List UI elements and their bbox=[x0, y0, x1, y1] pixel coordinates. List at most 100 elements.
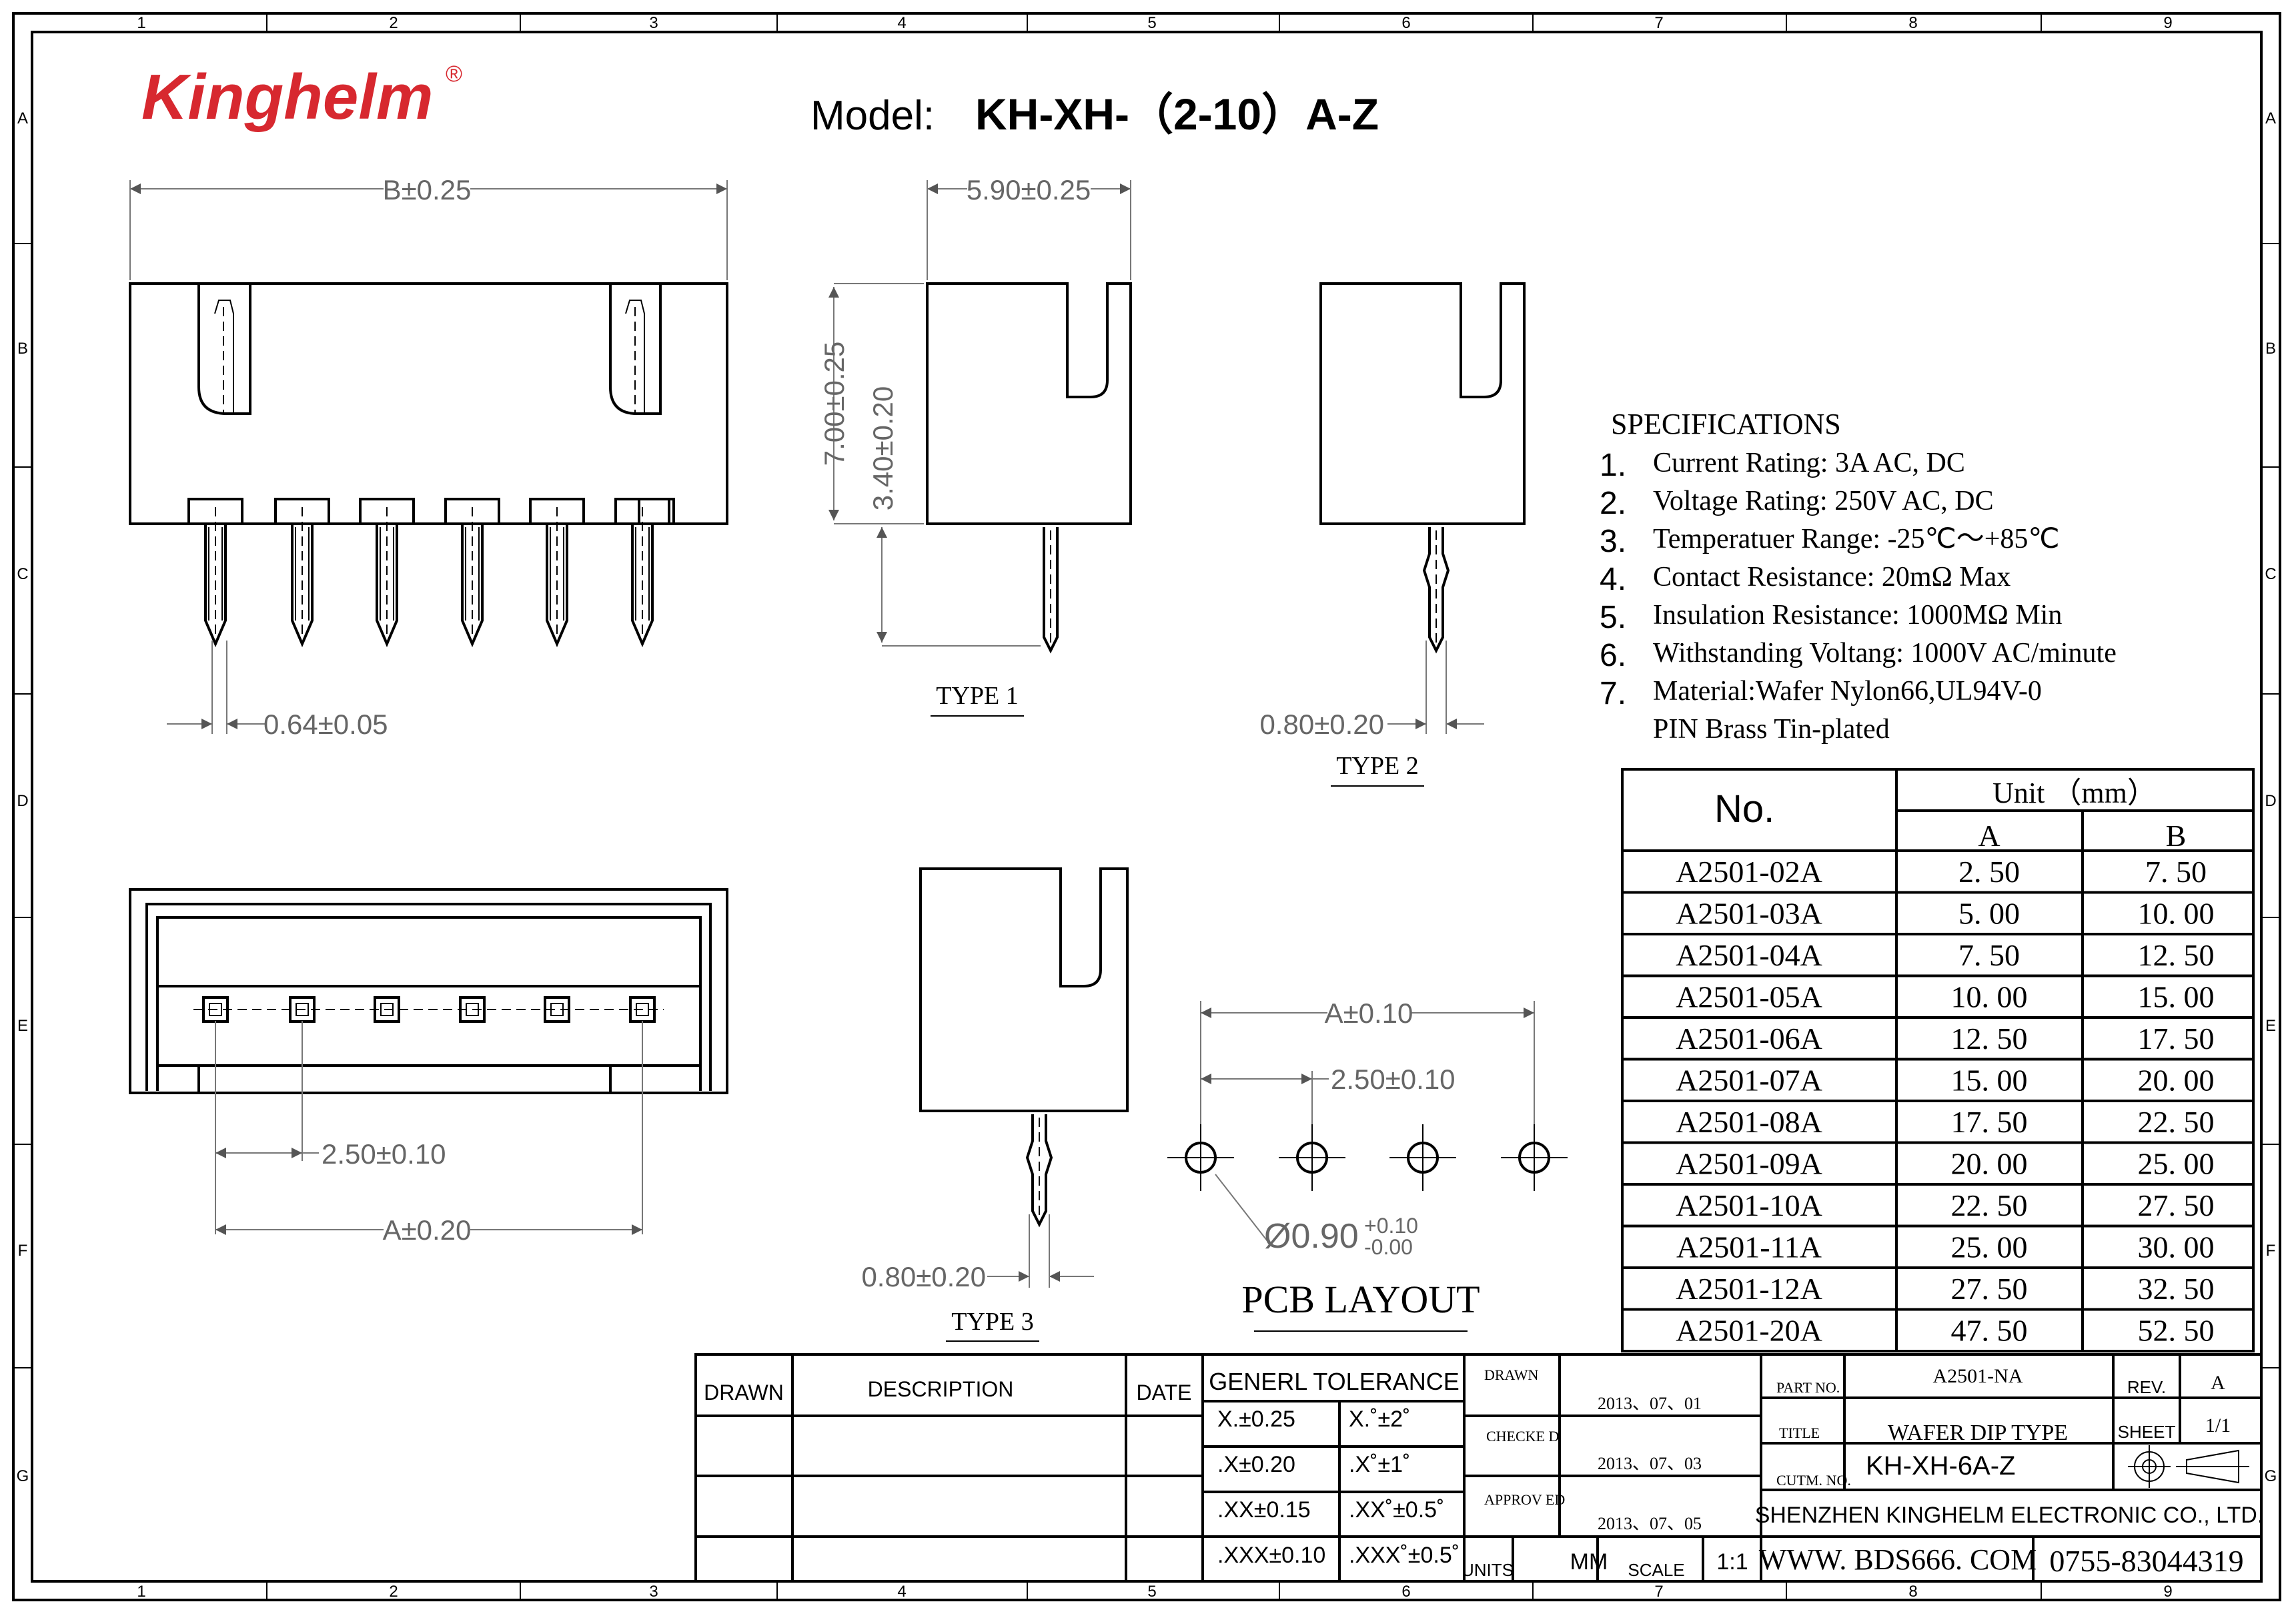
tb-rev: A bbox=[2211, 1372, 2225, 1394]
pin-shoulder bbox=[444, 498, 500, 524]
zone-col-label: 3 bbox=[649, 14, 658, 32]
tb-checked-date: 2013、07、03 bbox=[1598, 1454, 1702, 1473]
tb-title: WAFER DIP TYPE bbox=[1888, 1421, 2068, 1445]
zone-row-label: G bbox=[2265, 1467, 2277, 1485]
tb-title-label: TITLE bbox=[1779, 1425, 1820, 1441]
spec-number: 5. bbox=[1600, 600, 1626, 635]
table-cell-no: A2501-08A bbox=[1676, 1105, 1822, 1139]
table-cell-no: A2501-06A bbox=[1676, 1022, 1822, 1056]
table-cell-no: A2501-10A bbox=[1676, 1188, 1822, 1222]
pin-shoulder bbox=[529, 498, 585, 524]
table-cell-b: 17. 50 bbox=[2138, 1022, 2215, 1056]
projection-symbol bbox=[2128, 1445, 2249, 1488]
pin-pad bbox=[374, 996, 400, 1023]
zone-col-label: 5 bbox=[1147, 1583, 1156, 1601]
table-cell-b: 27. 50 bbox=[2138, 1188, 2215, 1222]
dim-width: 5.90±0.25 bbox=[967, 174, 1091, 206]
tolerance-linear: .XXX±0.10 bbox=[1217, 1543, 1325, 1568]
dim-pitch: 2.50±0.10 bbox=[322, 1138, 446, 1170]
zone-row-label: A bbox=[2265, 109, 2276, 127]
spec-item: Insulation Resistance: 1000MΩ Min bbox=[1653, 600, 2062, 631]
specifications: SPECIFICATIONS 1.Current Rating: 3A AC, … bbox=[1600, 408, 2117, 745]
tb-approved-label: APPROV ED bbox=[1484, 1491, 1565, 1508]
tb-drawn-date: 2013、07、01 bbox=[1598, 1394, 1702, 1413]
label-pcb-layout: PCB LAYOUT bbox=[1241, 1278, 1480, 1321]
pin-shoulder bbox=[614, 498, 670, 524]
dim-hole: Ø0.90 bbox=[1264, 1217, 1359, 1256]
spec-item: Current Rating: 3A AC, DC bbox=[1653, 448, 1965, 478]
tb-part-no: A2501-NA bbox=[1933, 1365, 2023, 1387]
table-cell-b: 30. 00 bbox=[2138, 1230, 2215, 1264]
zone-col-label: 9 bbox=[2163, 1583, 2172, 1601]
table-cell-no: A2501-12A bbox=[1676, 1272, 1822, 1306]
table-cell-no: A2501-05A bbox=[1676, 980, 1822, 1014]
tb-checked-label: CHECKE D bbox=[1486, 1428, 1559, 1445]
tb-scale-label: SCALE bbox=[1628, 1560, 1684, 1580]
dim-a-bottom: A±0.20 bbox=[383, 1214, 472, 1246]
tolerance-linear: .X±0.20 bbox=[1217, 1452, 1295, 1477]
pin bbox=[376, 524, 398, 648]
table-cell-no: A2501-03A bbox=[1676, 897, 1822, 931]
pin-shoulder bbox=[187, 498, 243, 524]
zone-col-label: 7 bbox=[1654, 14, 1663, 32]
tolerance-angular: .X˚±1˚ bbox=[1349, 1452, 1410, 1477]
pin-pad bbox=[459, 996, 486, 1023]
table-cell-b: 7. 50 bbox=[2145, 855, 2207, 889]
zone-col-label: 4 bbox=[897, 1583, 906, 1601]
table-cell-b: 25. 00 bbox=[2138, 1147, 2215, 1181]
table-cell-b: 52. 50 bbox=[2138, 1314, 2215, 1348]
zone-col-label: 6 bbox=[1401, 14, 1410, 32]
side-view-type2: 0.80±0.20 TYPE 2 bbox=[1259, 282, 1526, 787]
dim-pitch-pcb: 2.50±0.10 bbox=[1331, 1064, 1456, 1095]
pin bbox=[546, 524, 568, 648]
zone-row-label: E bbox=[17, 1017, 28, 1035]
model-label: Model: bbox=[810, 93, 935, 139]
zone-row-label: F bbox=[2266, 1242, 2276, 1260]
spec-number: 6. bbox=[1600, 638, 1626, 673]
pin bbox=[461, 524, 484, 648]
table-col-a: A bbox=[1978, 819, 2000, 853]
zone-col-label: 8 bbox=[1908, 14, 1917, 32]
table-cell-a: 17. 50 bbox=[1951, 1105, 2028, 1139]
pin-pad bbox=[544, 996, 570, 1023]
table-cell-a: 5. 00 bbox=[1958, 897, 2020, 931]
zone-col-label: 6 bbox=[1401, 1583, 1410, 1601]
spec-item: Temperatuer Range: -25℃～+85℃ bbox=[1653, 524, 2060, 554]
dim-pin-type2: 0.80±0.20 bbox=[1259, 709, 1384, 740]
table-cell-no: A2501-02A bbox=[1676, 855, 1822, 889]
table-cell-b: 12. 50 bbox=[2138, 938, 2215, 972]
tb-drawn-label: DRAWN bbox=[1484, 1366, 1538, 1383]
table-cell-b: 15. 00 bbox=[2138, 980, 2215, 1014]
table-cell-b: 32. 50 bbox=[2138, 1272, 2215, 1306]
zone-col-label: 3 bbox=[649, 1583, 658, 1601]
spec-number: 1. bbox=[1600, 448, 1626, 483]
pin-shoulder bbox=[274, 498, 330, 524]
tb-part-no-label: PART NO. bbox=[1776, 1379, 1840, 1396]
table-cell-no: A2501-11A bbox=[1676, 1230, 1822, 1264]
tolerance-linear: .XX±0.15 bbox=[1217, 1497, 1311, 1523]
table-cell-no: A2501-09A bbox=[1676, 1147, 1822, 1181]
zone-col-label: 1 bbox=[137, 1583, 145, 1601]
zone-row-label: C bbox=[2265, 565, 2276, 583]
table-cell-a: 15. 00 bbox=[1951, 1064, 2028, 1098]
spec-number: 3. bbox=[1600, 524, 1626, 559]
zone-row-label: C bbox=[17, 565, 28, 583]
spec-item: Material:Wafer Nylon66,UL94V-0 bbox=[1653, 676, 2042, 707]
spec-item: Voltage Rating: 250V AC, DC bbox=[1653, 486, 1994, 516]
spec-item: PIN Brass Tin-plated bbox=[1653, 714, 1890, 745]
tb-website: WWW. BDS666. COM bbox=[1759, 1543, 2037, 1576]
tb-phone: 0755-83044319 bbox=[2049, 1544, 2243, 1578]
table-cell-b: 22. 50 bbox=[2138, 1105, 2215, 1139]
pin bbox=[204, 524, 227, 648]
table-cell-a: 12. 50 bbox=[1951, 1022, 2028, 1056]
registered-mark: ® bbox=[446, 61, 462, 87]
pcb-layout: A±0.10 2.50±0.10 Ø0.90 +0.10 -0.00 PCB L… bbox=[1167, 997, 1568, 1332]
tb-units-value: MM bbox=[1570, 1549, 1608, 1575]
zone-col-label: 2 bbox=[389, 1583, 398, 1601]
tb-scale-value: 1:1 bbox=[1716, 1549, 1748, 1575]
zone-row-label: F bbox=[18, 1242, 28, 1260]
